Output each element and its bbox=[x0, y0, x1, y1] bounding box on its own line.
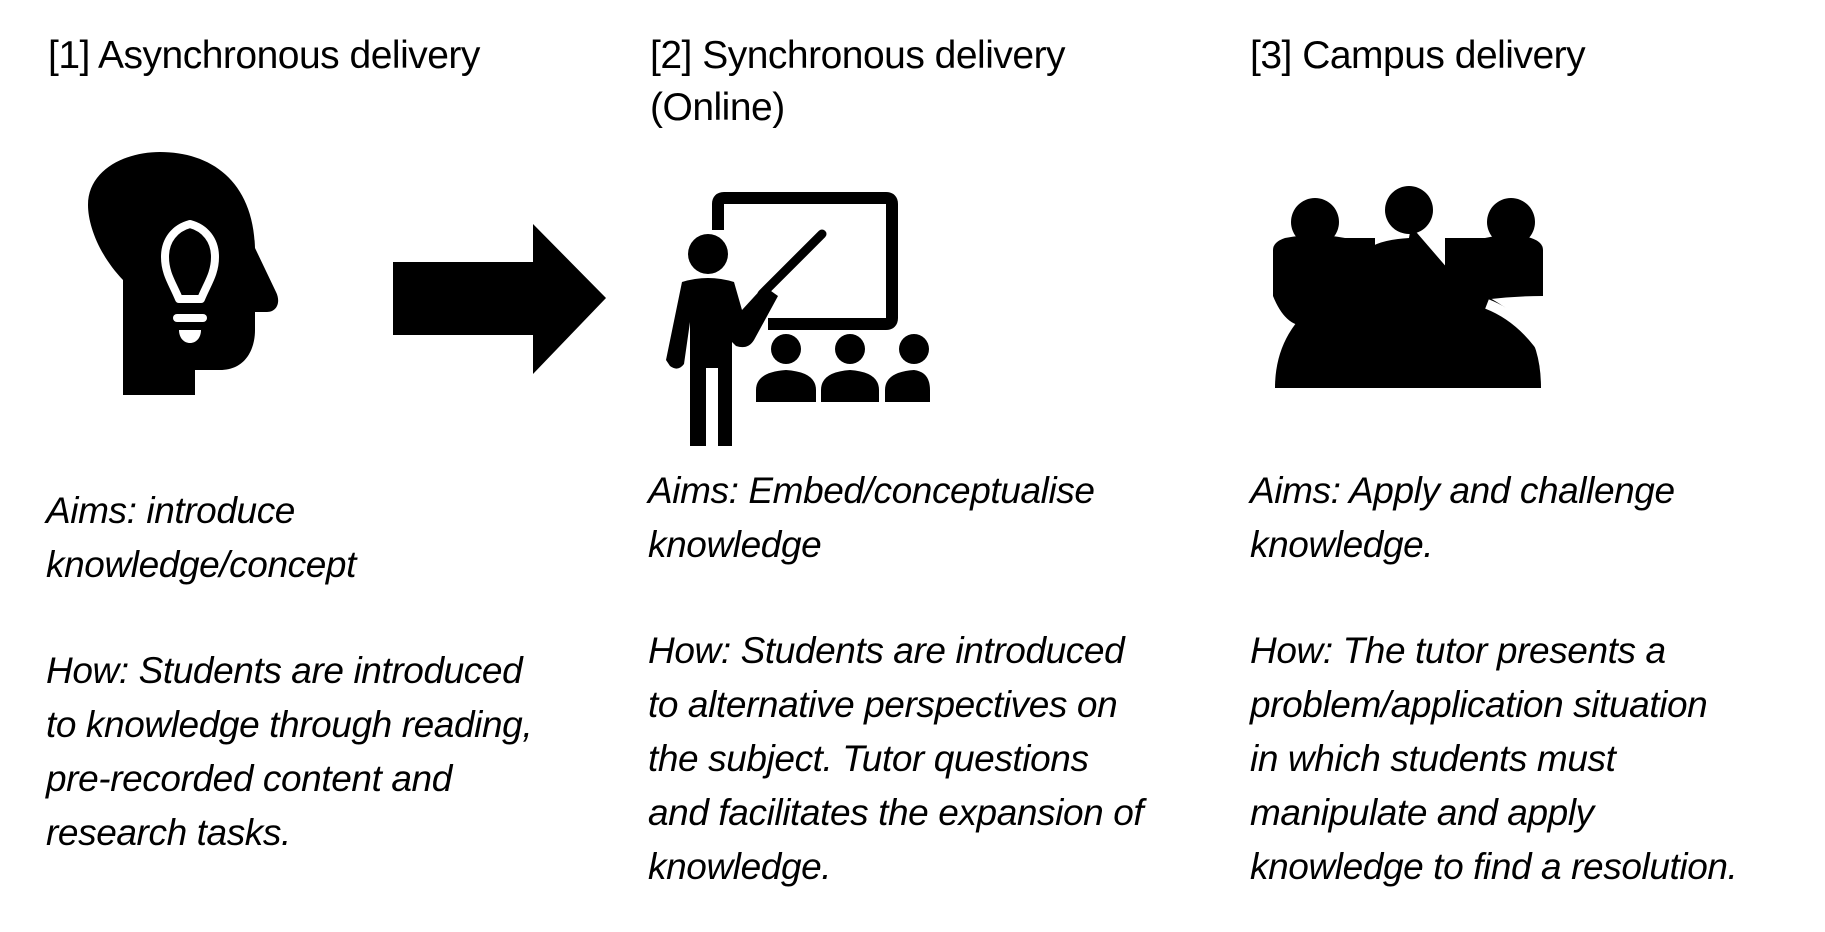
stage-1-how-line: How: Students are introduced bbox=[46, 650, 523, 691]
stage-1-title: [1] Asynchronous delivery bbox=[48, 30, 480, 82]
stage-3-how-line: in which students must bbox=[1250, 738, 1616, 779]
group-meeting-icon bbox=[1265, 186, 1550, 388]
stage-1-how-line: to knowledge through reading, bbox=[46, 704, 533, 745]
stage-3-title: [3] Campus delivery bbox=[1250, 30, 1586, 82]
stage-2-title-line: (Online) bbox=[650, 86, 785, 129]
right-arrow-icon bbox=[393, 224, 608, 374]
stage-2-title: [2] Synchronous delivery (Online) bbox=[650, 30, 1066, 134]
stage-1-aims-line: Aims: introduce bbox=[46, 490, 295, 531]
stage-2-how-line: the subject. Tutor questions bbox=[648, 738, 1089, 779]
stage-1-aims-line: knowledge/concept bbox=[46, 544, 356, 585]
stage-1-how: How: Students are introduced to knowledg… bbox=[46, 644, 533, 860]
stage-2-how-line: to alternative perspectives on bbox=[648, 684, 1118, 725]
stage-1-title-line: [1] Asynchronous delivery bbox=[48, 34, 480, 77]
stage-3-aims-line: knowledge. bbox=[1250, 524, 1434, 565]
stage-3-title-line: [3] Campus delivery bbox=[1250, 34, 1586, 77]
stage-2-aims: Aims: Embed/conceptualise knowledge bbox=[648, 464, 1095, 572]
stage-1-how-line: research tasks. bbox=[46, 812, 291, 853]
stage-3-aims-line: Aims: Apply and challenge bbox=[1250, 470, 1675, 511]
stage-3-aims: Aims: Apply and challenge knowledge. bbox=[1250, 464, 1675, 572]
stage-1-how-line: pre-recorded content and bbox=[46, 758, 452, 799]
stage-2-how-line: knowledge. bbox=[648, 846, 832, 887]
stage-2-how-line: How: Students are introduced bbox=[648, 630, 1125, 671]
head-lightbulb-icon bbox=[85, 150, 300, 400]
stage-2-aims-line: Aims: Embed/conceptualise bbox=[648, 470, 1095, 511]
stage-2-how: How: Students are introduced to alternat… bbox=[648, 624, 1144, 894]
teacher-presentation-icon bbox=[650, 190, 930, 448]
stage-2-aims-line: knowledge bbox=[648, 524, 822, 565]
stage-3-how-line: manipulate and apply bbox=[1250, 792, 1594, 833]
stage-1-aims: Aims: introduce knowledge/concept bbox=[46, 484, 356, 592]
stage-3-how-line: problem/application situation bbox=[1250, 684, 1708, 725]
stage-2-title-line: [2] Synchronous delivery bbox=[650, 34, 1066, 77]
stage-3-how-line: knowledge to find a resolution. bbox=[1250, 846, 1738, 887]
stage-3-how-line: How: The tutor presents a bbox=[1250, 630, 1666, 671]
stage-3-how: How: The tutor presents a problem/applic… bbox=[1250, 624, 1738, 894]
stage-2-how-line: and facilitates the expansion of bbox=[648, 792, 1144, 833]
